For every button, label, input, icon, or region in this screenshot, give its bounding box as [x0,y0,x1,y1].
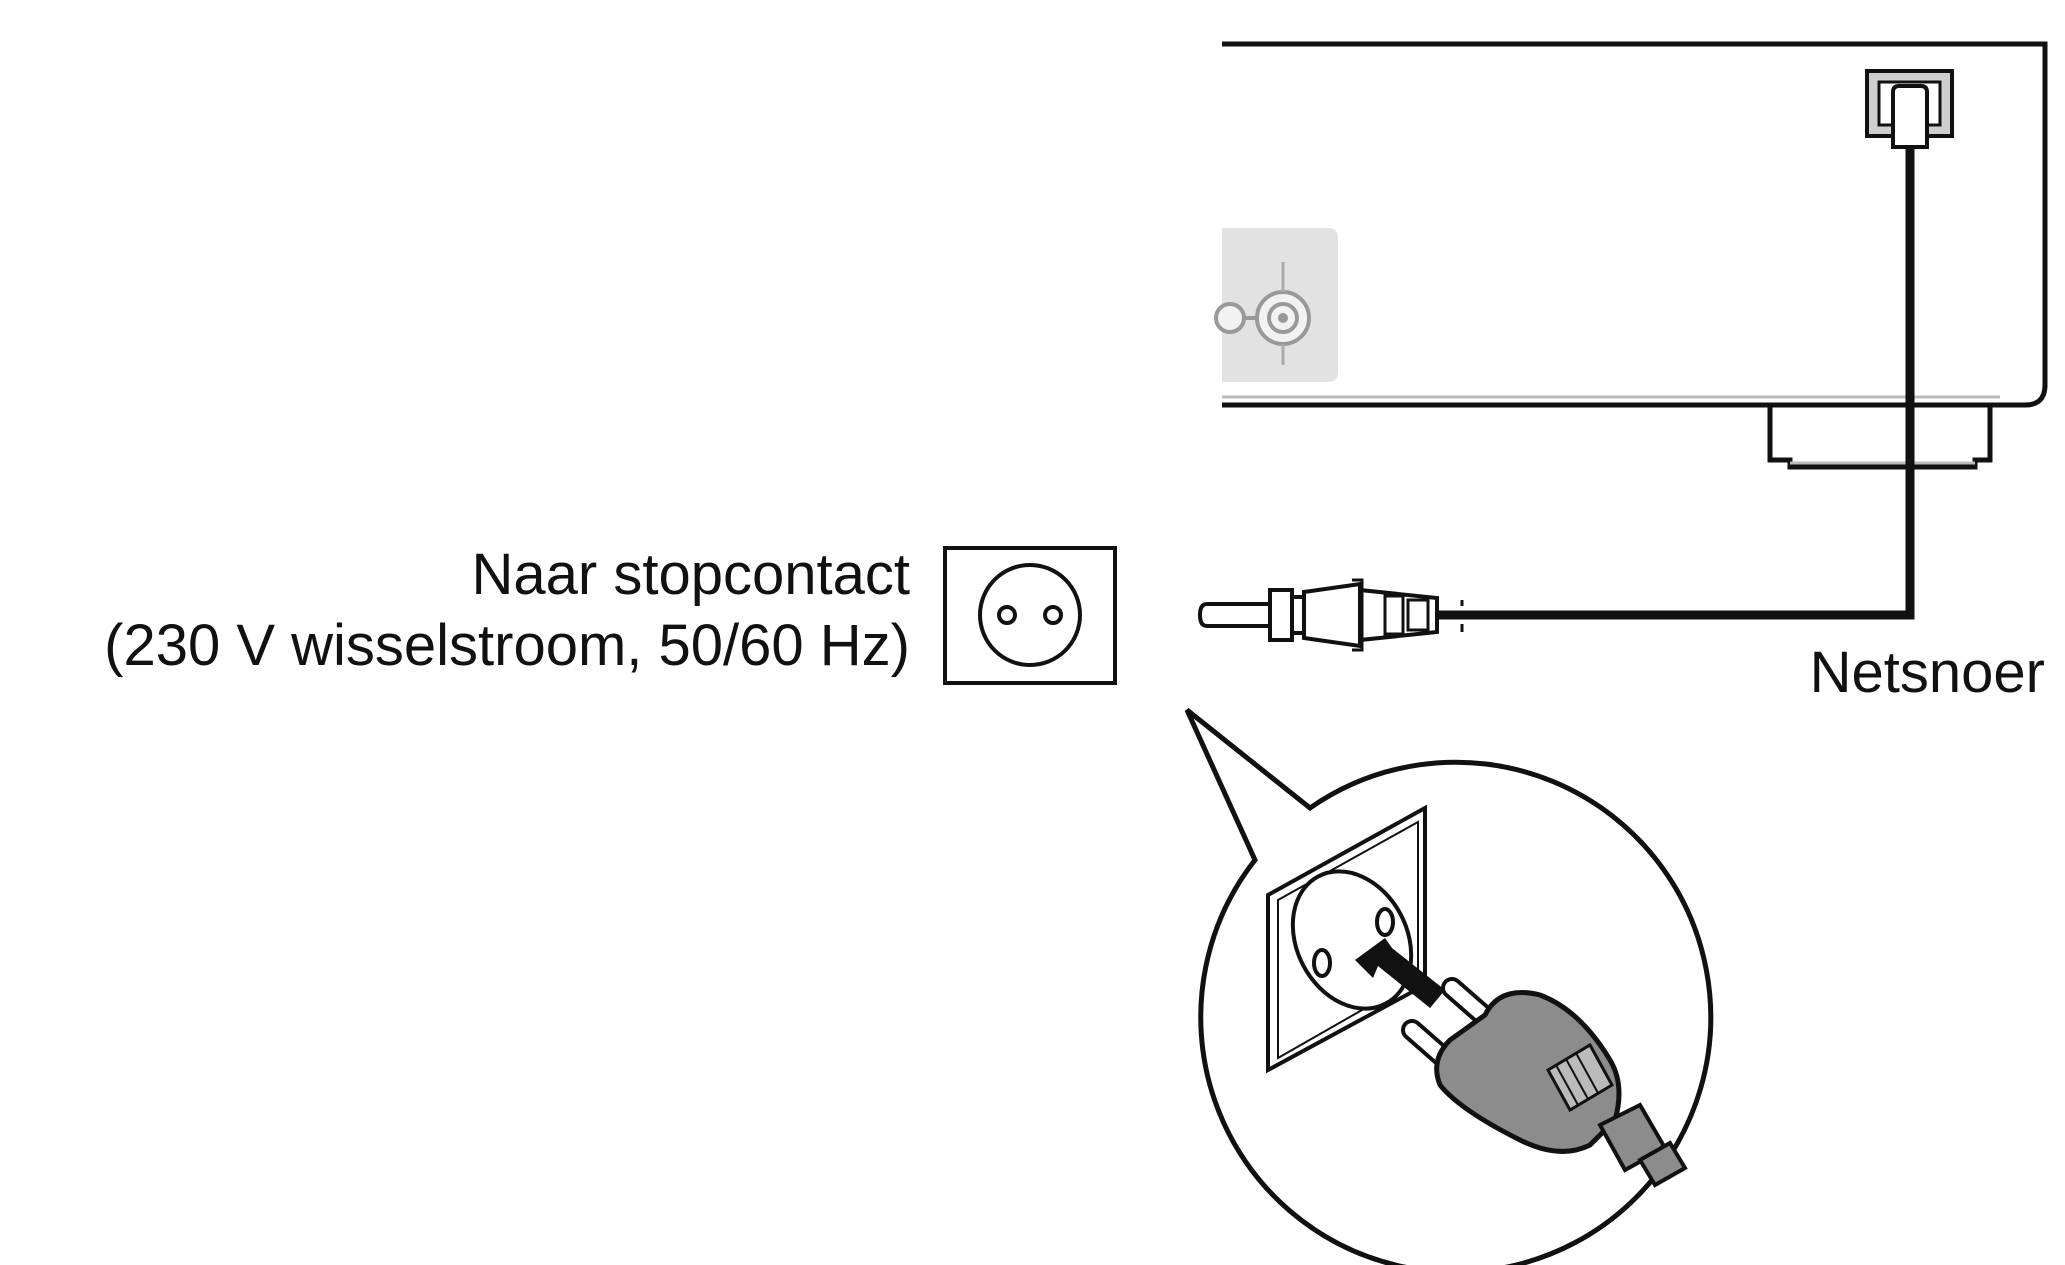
power-cord [1197,148,1915,652]
power-cord-label: Netsnoer [1810,640,2045,705]
outlet-label-line2: (230 V wisselstroom, 50/60 Hz) [104,613,910,678]
rca-jack-icon-left [1214,302,1246,334]
socket-hole-icon [1312,948,1332,978]
rear-connector-panel [1214,228,1338,382]
callout-plug [1401,977,1688,1188]
device-foot [1767,405,1993,470]
device-outline [1222,41,2048,408]
insert-arrow-icon [1355,938,1445,1008]
socket-hole-icon [997,605,1017,625]
outlet-label-line1: Naar stopcontact [472,542,910,607]
socket-hole-icon [1375,907,1395,937]
socket-hole-icon [1043,605,1063,625]
callout-socket-plate [1266,804,1427,1074]
magnified-callout [1184,708,1714,1265]
ac-inlet [1865,69,1954,149]
device-rear-panel [1214,41,2048,470]
cord-plug [1197,578,1480,652]
wall-socket [943,546,1117,685]
